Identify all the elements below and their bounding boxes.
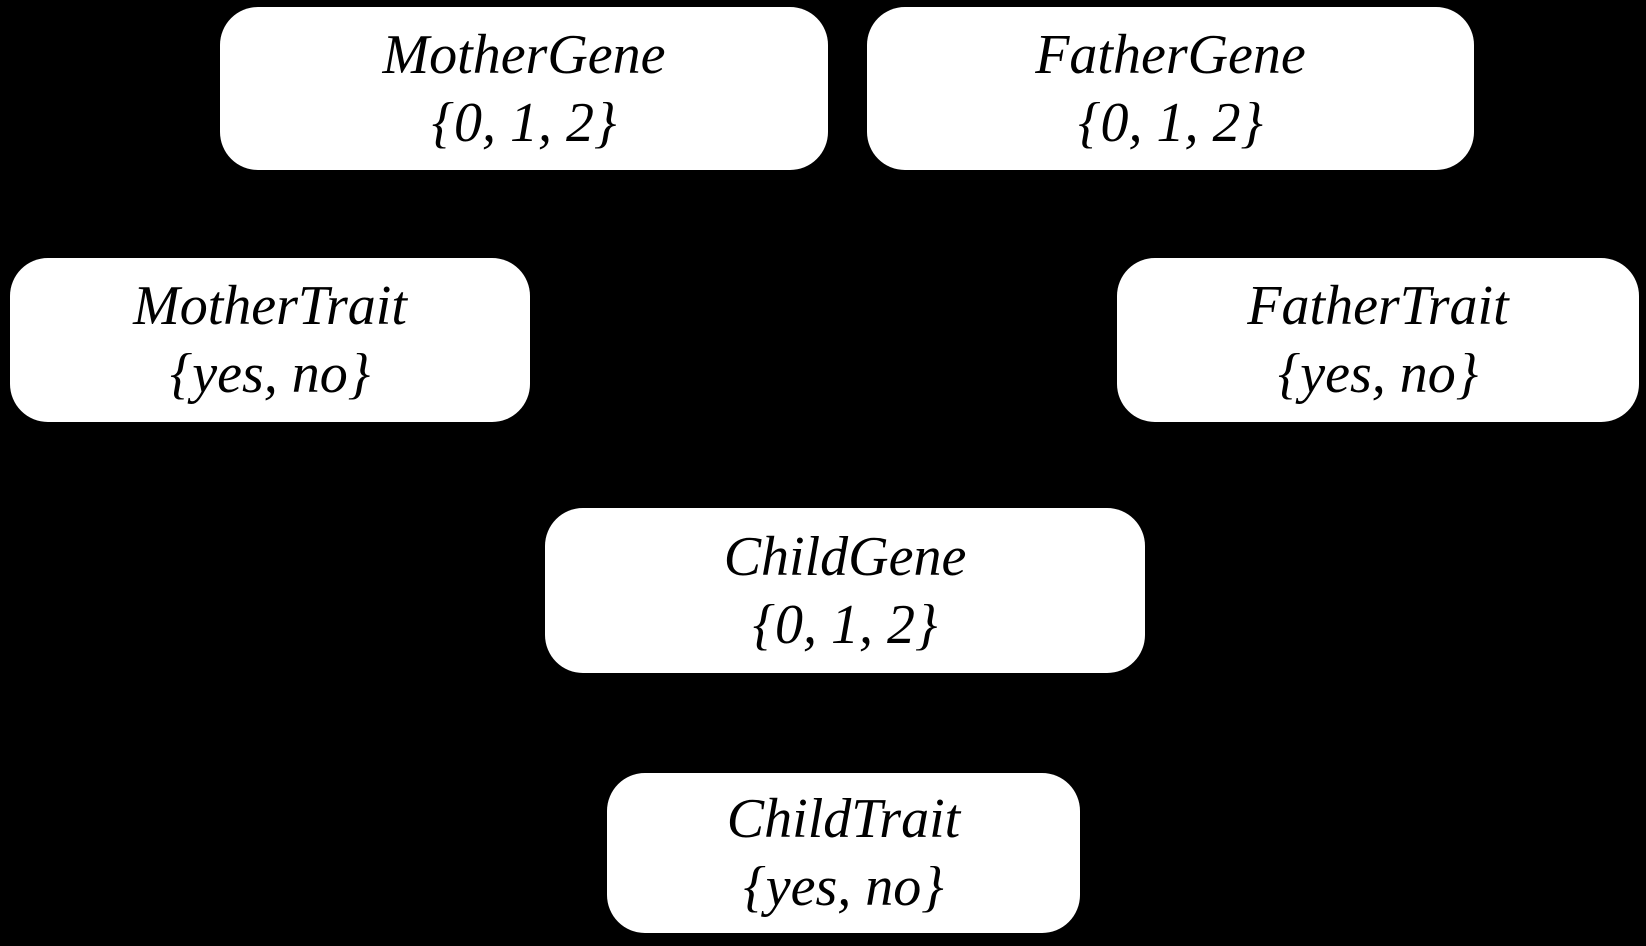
node-label: FatherGene — [1035, 23, 1306, 86]
node-values: {yes, no} — [743, 856, 944, 918]
node-values: {0, 1, 2} — [431, 91, 617, 154]
node-label: MotherGene — [382, 23, 666, 86]
node-values: {0, 1, 2} — [752, 593, 938, 656]
node-father-gene: FatherGene {0, 1, 2} — [867, 7, 1474, 170]
node-label: ChildGene — [723, 525, 967, 588]
node-label: ChildTrait — [726, 788, 961, 850]
node-label: FatherTrait — [1247, 275, 1509, 337]
node-values: {0, 1, 2} — [1078, 91, 1263, 154]
node-mother-trait: MotherTrait {yes, no} — [10, 258, 530, 422]
node-child-gene: ChildGene {0, 1, 2} — [545, 508, 1145, 673]
node-values: {yes, no} — [1277, 343, 1479, 405]
node-father-trait: FatherTrait {yes, no} — [1117, 258, 1639, 422]
node-values: {yes, no} — [169, 343, 371, 405]
node-child-trait: ChildTrait {yes, no} — [607, 773, 1080, 933]
node-mother-gene: MotherGene {0, 1, 2} — [220, 7, 828, 170]
node-label: MotherTrait — [133, 275, 407, 337]
